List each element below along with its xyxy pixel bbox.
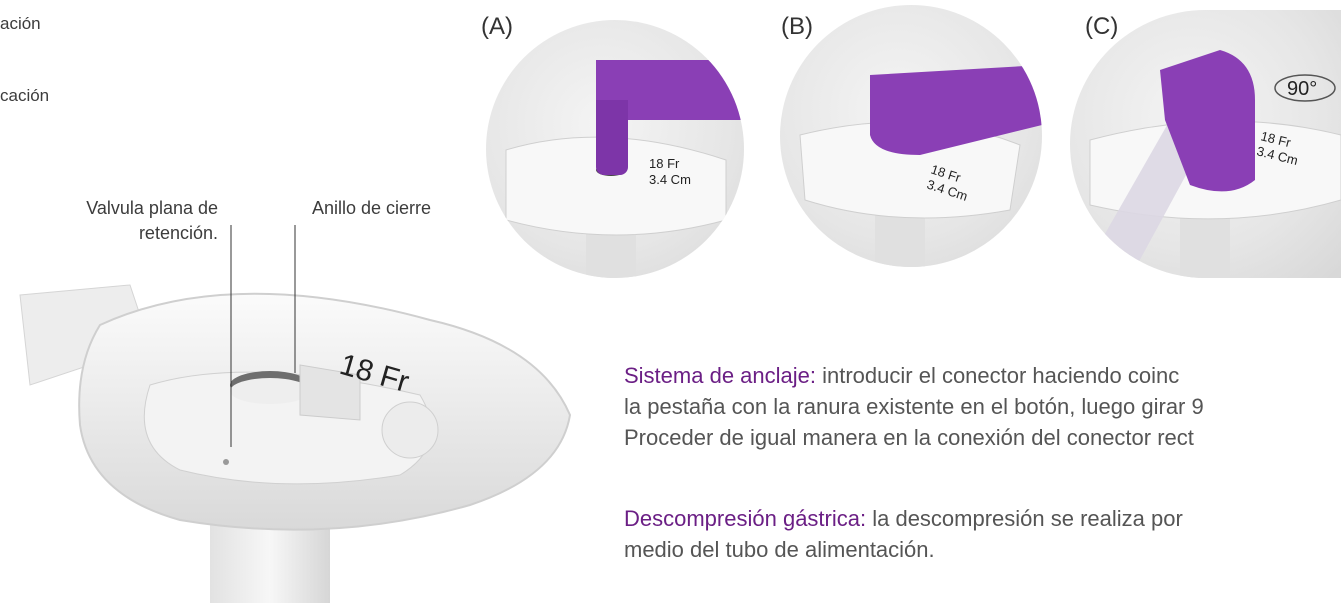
step-c-size-fr: 18 Fr xyxy=(1259,128,1293,150)
step-a-image: 18 Fr 3.4 Cm xyxy=(486,20,744,278)
step-b-label: (B) xyxy=(781,13,813,40)
anchoring-line-1: introducir el conector haciendo coinc xyxy=(816,363,1180,388)
anchoring-line-3: Proceder de igual manera en la conexión … xyxy=(624,425,1194,450)
valve-callout: Valvula plana de retención. xyxy=(86,196,218,246)
anchoring-line-2: la pestaña con la ranura existente en el… xyxy=(624,394,1204,419)
decompression-paragraph: Descompresión gástrica: la descompresión… xyxy=(624,503,1183,565)
flat-valve xyxy=(230,378,310,404)
step-a-label: (A) xyxy=(481,13,513,40)
secondary-port xyxy=(381,401,439,459)
step-c-illustration: 18 Fr 3.4 Cm 90° xyxy=(1089,50,1341,278)
rotation-arrow-icon xyxy=(1274,74,1336,102)
anchoring-paragraph: Sistema de anclaje: introducir el conect… xyxy=(624,360,1204,453)
step-b-image: 18 Fr 3.4 Cm xyxy=(780,5,1042,267)
step-a-size-fr: 18 Fr xyxy=(649,156,680,171)
step-a-size-cm: 3.4 Cm xyxy=(649,172,691,187)
decompression-heading: Descompresión gástrica: xyxy=(624,506,867,531)
connector-slot xyxy=(299,364,361,421)
step-a-illustration: 18 Fr 3.4 Cm xyxy=(505,60,744,278)
rotation-angle: 90° xyxy=(1287,78,1317,100)
valve-callout-line-1: Valvula plana de xyxy=(86,198,218,218)
step-c-label: (C) xyxy=(1085,13,1119,40)
step-b-illustration: 18 Fr 3.4 Cm xyxy=(799,65,1042,267)
left-fragment-1: ación xyxy=(0,14,41,33)
valve-callout-line-2: retención. xyxy=(138,223,218,243)
step-c-image: 18 Fr 3.4 Cm 90° xyxy=(1070,10,1341,278)
left-fragment-2: cación xyxy=(0,86,50,105)
decompression-line-2: medio del tubo de alimentación. xyxy=(624,537,935,562)
valve-center xyxy=(223,459,229,465)
ring-callout: Anillo de cierre xyxy=(312,198,432,218)
decompression-line-1: la descompresión se realiza por xyxy=(866,506,1183,531)
device-illustration: 18 Fr xyxy=(19,225,572,603)
anchoring-heading: Sistema de anclaje: xyxy=(624,363,816,388)
